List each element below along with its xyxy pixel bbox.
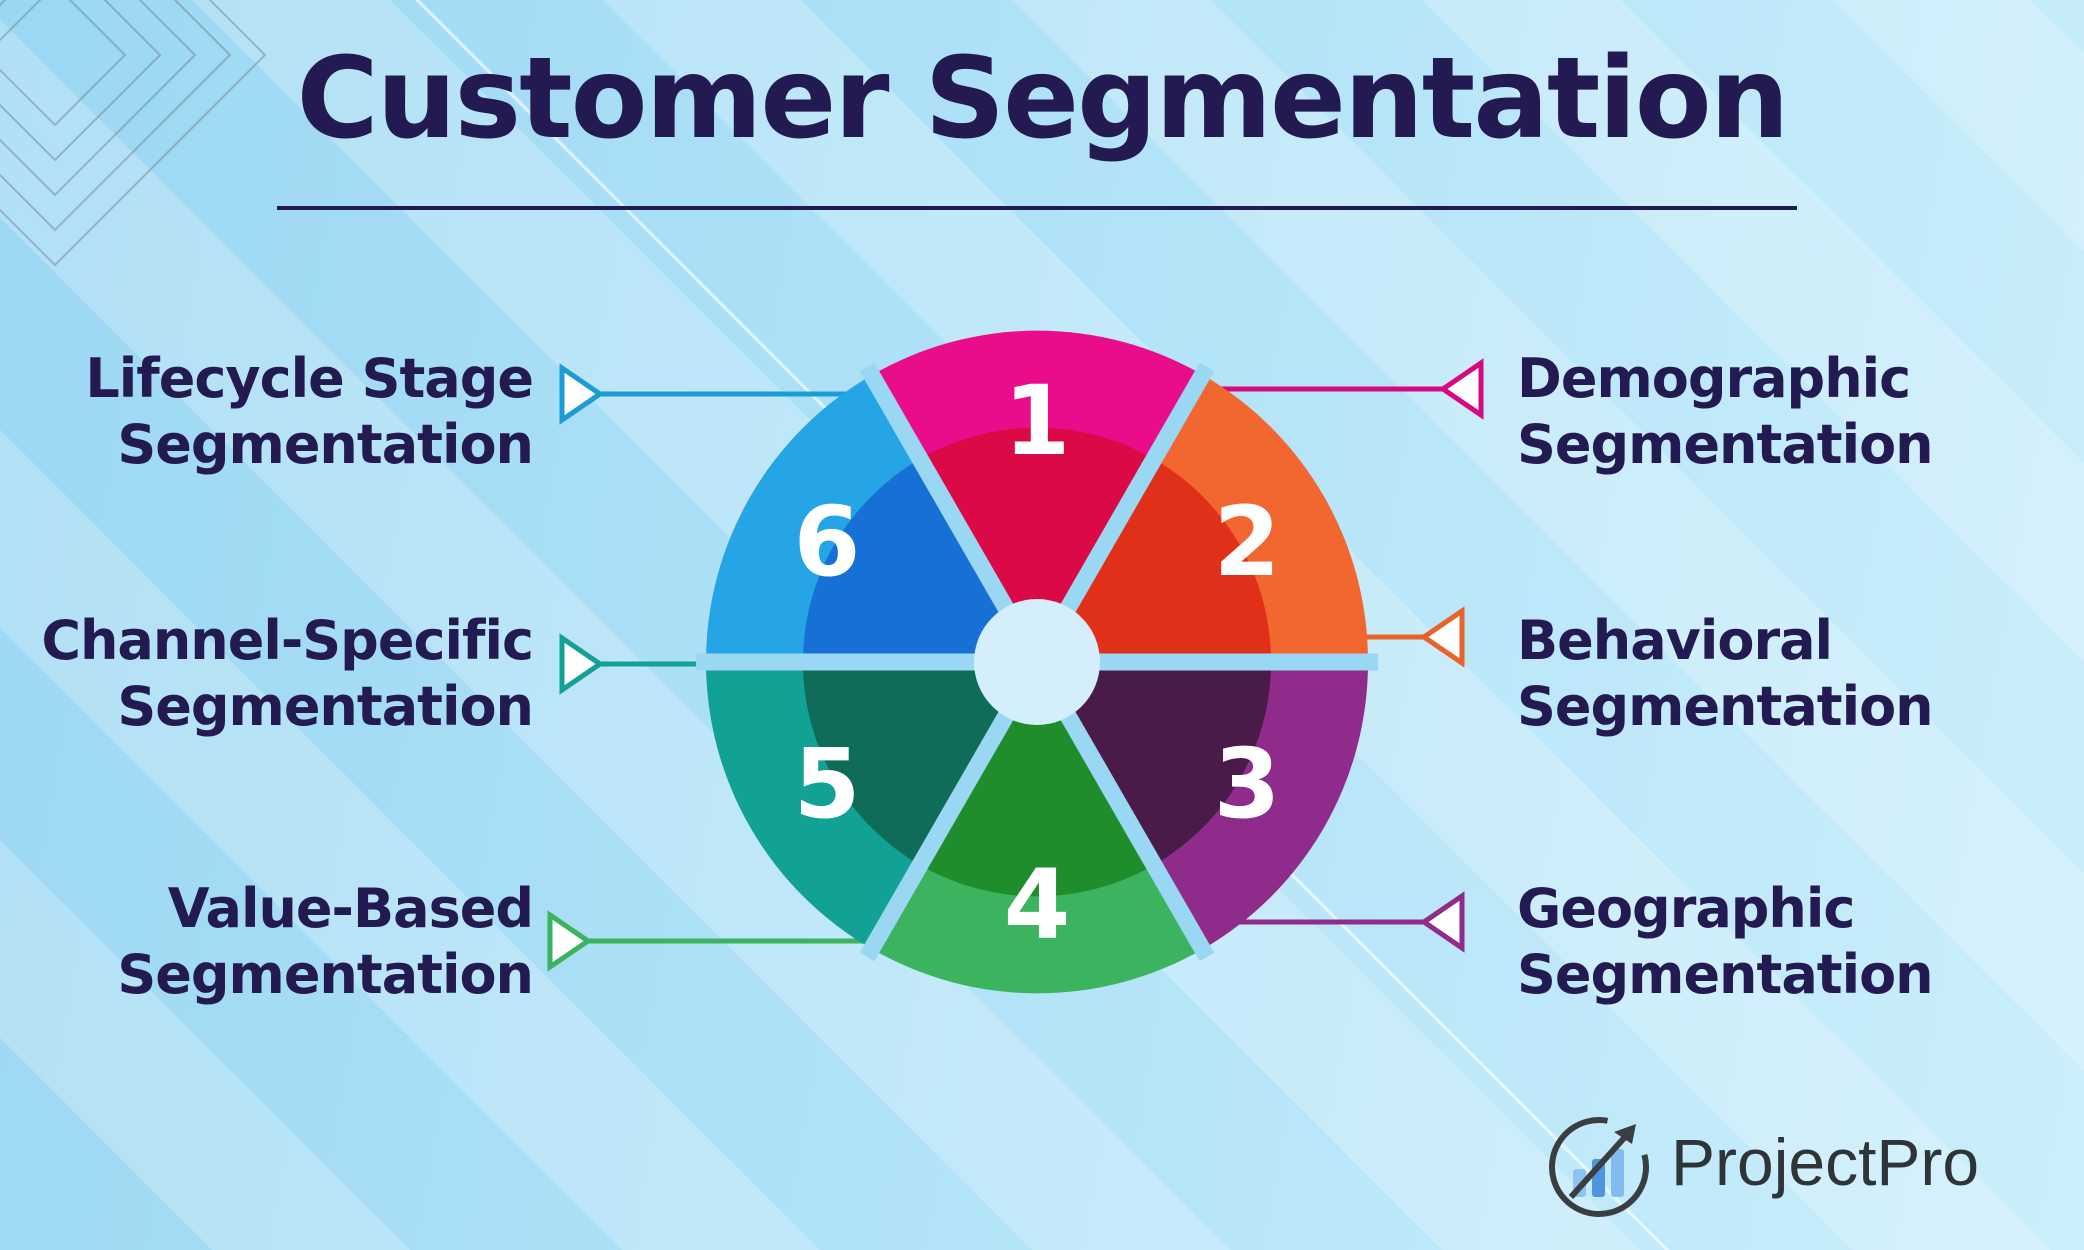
label-line: Segmentation — [1517, 413, 1934, 476]
label-lifecycle-stage-segmentation: Lifecycle Stage Segmentation — [85, 346, 534, 478]
wheel-hub — [974, 599, 1100, 725]
wheel-inner-2 — [1037, 459, 1272, 662]
wheel-inner-5 — [802, 662, 1037, 865]
connector-value-based — [547, 910, 900, 972]
label-demographic-segmentation: Demographic Segmentation — [1517, 346, 1934, 478]
segment-number-3: 3 — [1214, 728, 1281, 840]
wheel-inner-1 — [920, 427, 1154, 662]
label-line: Value-Based — [167, 877, 534, 940]
wheel-numbers: 1 2 3 4 5 6 — [794, 365, 1281, 961]
label-line: Geographic — [1517, 877, 1855, 940]
wheel-inner-4 — [920, 662, 1154, 897]
brand-logo-text: ProjectPro — [1671, 1125, 1980, 1199]
label-channel-specific-segmentation: Channel-Specific Segmentation — [41, 608, 534, 740]
label-line: Segmentation — [117, 413, 534, 476]
wheel-inner-3 — [1037, 662, 1272, 865]
triangle-marker-demographic — [1438, 358, 1484, 420]
label-geographic-segmentation: Geographic Segmentation — [1517, 876, 1934, 1008]
label-line: Segmentation — [1517, 675, 1934, 738]
segment-number-1: 1 — [1004, 365, 1071, 477]
title-underline — [277, 206, 1797, 210]
triangle-marker-channel-specific — [559, 633, 605, 695]
segment-number-2: 2 — [1214, 486, 1281, 598]
wheel-inner-segments — [802, 427, 1272, 897]
brand-logo: ProjectPro — [1545, 1103, 1979, 1221]
label-line: Lifecycle Stage — [85, 347, 534, 410]
wheel-inner-6 — [802, 459, 1037, 662]
connector-demographic — [1185, 358, 1484, 420]
segment-number-4: 4 — [1004, 849, 1071, 961]
projectpro-logo-icon — [1549, 1117, 1649, 1217]
arrow-up-icon — [1614, 1124, 1636, 1144]
corner-ornament — [0, 0, 267, 267]
triangle-marker-geographic — [1419, 891, 1465, 953]
label-line: Segmentation — [117, 943, 534, 1006]
label-behavioral-segmentation: Behavioral Segmentation — [1517, 608, 1934, 740]
segment-number-5: 5 — [794, 728, 861, 840]
segment-number-6: 6 — [794, 486, 861, 598]
triangle-marker-value-based — [547, 910, 593, 972]
label-line: Demographic — [1517, 347, 1911, 410]
label-line: Segmentation — [117, 675, 534, 738]
label-line: Channel-Specific — [41, 609, 534, 672]
label-line: Segmentation — [1517, 943, 1934, 1006]
label-value-based-segmentation: Value-Based Segmentation — [117, 876, 534, 1008]
triangle-marker-lifecycle — [559, 363, 605, 425]
page-title: Customer Segmentation — [296, 34, 1790, 164]
triangle-marker-behavioral — [1419, 606, 1465, 668]
label-line: Behavioral — [1517, 609, 1833, 672]
